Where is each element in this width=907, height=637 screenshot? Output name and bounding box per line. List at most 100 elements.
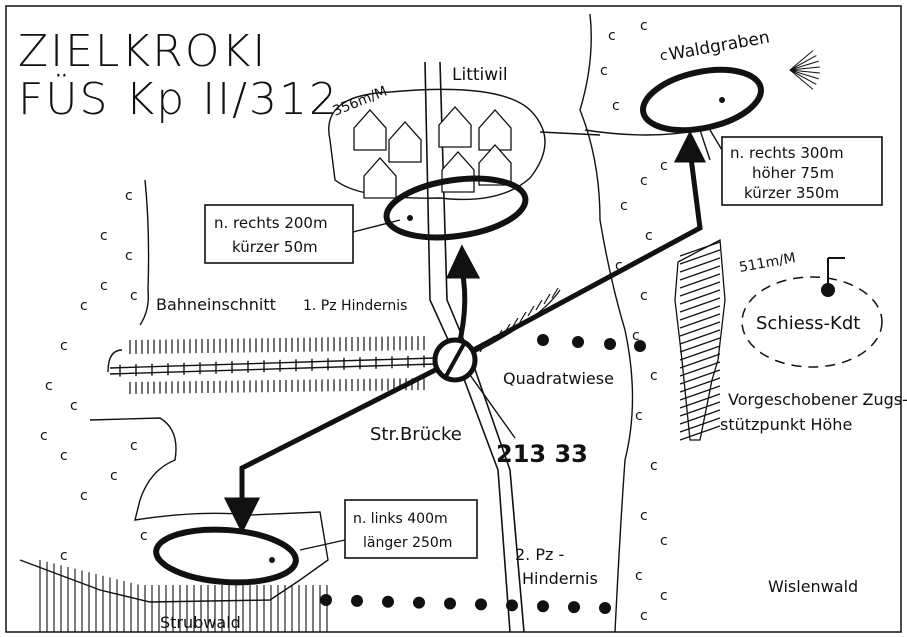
forest-symbol: c [60, 338, 68, 354]
hill-hatch [679, 393, 721, 409]
hill-hatch [679, 353, 721, 369]
info-box-littiwil: n. rechts 200m kürzer 50m [204, 204, 401, 264]
hill-hatch [679, 409, 721, 425]
wiese-hatch [543, 293, 551, 305]
forest-symbol: c [660, 158, 668, 174]
label-zugsstuetzpunkt-1: Vorgeschobener Zugs- [728, 390, 907, 409]
hill-hatch [679, 257, 721, 273]
hill-hatch [679, 241, 721, 257]
forest-symbol: c [660, 588, 668, 604]
left-forest-edge [139, 179, 150, 326]
hill-hatch [679, 265, 721, 281]
hill-hatch [679, 305, 721, 321]
info-strubwald-line2: länger 250m [363, 535, 452, 551]
ray-line [789, 66, 820, 71]
hill-hatch [679, 249, 721, 265]
obstacle-dot [537, 600, 549, 613]
obstacle-dot [413, 596, 425, 609]
railway [107, 349, 436, 377]
ray-line [789, 69, 814, 90]
wislenwald-forest-edge [539, 13, 711, 633]
label-strubwald: Strubwald [160, 613, 241, 632]
info-box-waldgraben: n. rechts 300m höher 75m kürzer 350m [709, 129, 883, 206]
hill-hatch [679, 401, 721, 417]
target-littiwil [383, 175, 529, 241]
house-icon [438, 106, 472, 148]
forest-symbol: c [110, 468, 118, 484]
label-str-bruecke: Str.Brücke [370, 424, 462, 445]
info-waldgraben-line1: n. rechts 300m [730, 144, 844, 162]
hill-hatch [679, 385, 721, 401]
coord-pointer [469, 374, 516, 439]
ray-line [789, 69, 819, 80]
info-waldgraben-line2: höher 75m [752, 164, 834, 182]
map-title-line2: FÜS Kp II/312 [18, 73, 339, 125]
info-littiwil-line1: n. rechts 200m [214, 214, 328, 232]
label-littiwil-altitude: 356m/M [331, 83, 390, 119]
info-strubwald-line1: n. links 400m [353, 511, 448, 527]
forest-symbol: c [650, 458, 658, 474]
forest-symbol: c [70, 398, 78, 414]
hill-hatch [679, 329, 721, 345]
house-icon [478, 109, 512, 151]
map-title-line1: ZIELKROKI [18, 26, 267, 77]
hill-hatch [679, 281, 721, 297]
label-schiess-kdt: Schiess-Kdt [756, 313, 860, 334]
label-zugsstuetzpunkt-2: stützpunkt Höhe [720, 415, 852, 434]
target-strubwald-point [269, 557, 275, 563]
forest-symbol: c [640, 608, 648, 624]
target-waldgraben-point [719, 97, 725, 103]
forest-symbol: c [608, 28, 616, 44]
schiess-kdt-area [741, 276, 883, 368]
obstacle-dot [599, 601, 611, 614]
forest-symbol: c [640, 173, 648, 189]
obstacle-dot [572, 336, 584, 348]
house-icon [363, 157, 397, 199]
house-icon [388, 121, 422, 163]
hill-hatch [679, 377, 721, 393]
obstacle-dot [320, 594, 332, 606]
info-waldgraben-line3: kürzer 350m [744, 184, 839, 202]
label-bahneinschnitt: Bahneinschnitt [156, 295, 276, 314]
wiese-hatch [535, 299, 543, 311]
forest-symbol: c [615, 258, 623, 274]
forest-symbol: c [635, 408, 643, 424]
forest-symbol: c [125, 188, 133, 204]
label-pz-hindernis-2a: 2. Pz - [515, 545, 564, 564]
obstacle-dot [634, 340, 646, 352]
label-hill-altitude: 511m/M [738, 250, 797, 276]
house-icon [353, 109, 387, 151]
forest-symbol: c [40, 428, 48, 444]
forest-symbol: c [125, 248, 133, 264]
label-littiwil: Littiwil [452, 65, 508, 85]
railway-cutting [129, 336, 425, 394]
info-littiwil-line2: kürzer 50m [232, 238, 318, 256]
hill-hatch [679, 337, 721, 353]
hill-hatch [679, 345, 721, 361]
wiese-hatch [527, 305, 535, 317]
hill-hatch [679, 273, 721, 289]
target-waldgraben [640, 66, 764, 134]
hill-hatch [679, 425, 721, 441]
hill-hatch [679, 361, 721, 377]
strubwald-hatching [39, 560, 328, 632]
forest-symbol: c [80, 488, 88, 504]
obstacle-dot [568, 601, 580, 614]
hill-hatch [679, 313, 721, 329]
obstacle-dot [351, 594, 363, 607]
label-pz-hindernis-1: 1. Pz Hindernis [303, 298, 407, 314]
obstacle-dot [506, 599, 518, 612]
forest-symbol: c [140, 528, 148, 544]
forest-symbol: c [600, 63, 608, 79]
hill-hatch [679, 289, 721, 305]
ray-line [789, 69, 817, 85]
village-area [328, 88, 546, 201]
forest-symbol: c [100, 228, 108, 244]
forest-symbol: c [632, 328, 640, 344]
forest-symbol: c [130, 288, 138, 304]
obstacle-dot [475, 598, 487, 611]
label-quadratwiese: Quadratwiese [503, 369, 614, 388]
hill-zugsstuetzpunkt [674, 238, 726, 441]
obstacle-dot [444, 597, 456, 610]
